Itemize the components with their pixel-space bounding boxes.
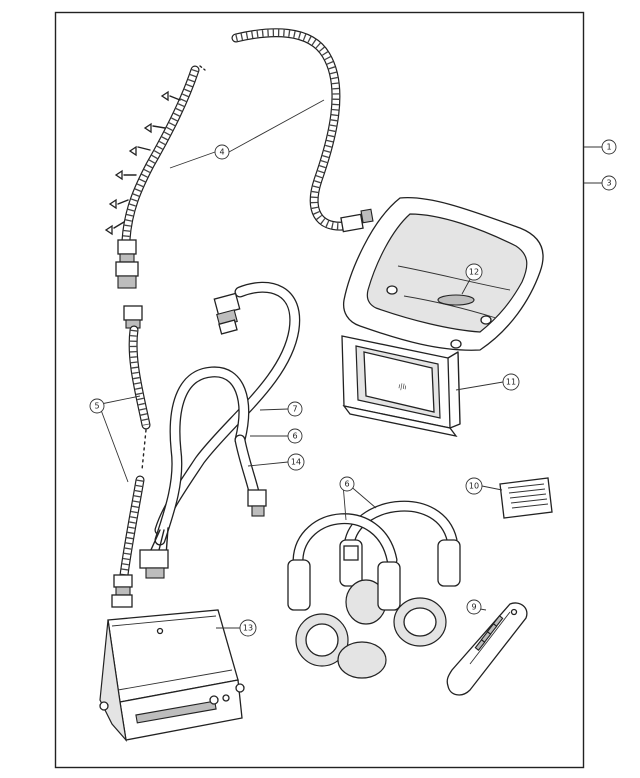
callout-label: 6 <box>292 432 297 441</box>
ir-sensor <box>499 477 553 519</box>
svg-text:ı|lı: ı|lı <box>398 382 408 391</box>
callout-label: 6 <box>344 480 349 489</box>
callout-label: 14 <box>291 458 301 467</box>
callout-13: 13 <box>239 619 257 637</box>
audio-cable <box>139 366 267 579</box>
callout-6-headphones: 6 <box>339 476 355 492</box>
callout-label: 1 <box>606 143 611 152</box>
callout-4: 4 <box>214 144 230 160</box>
callout-label: 9 <box>471 603 476 612</box>
callout-11: 11 <box>502 373 520 391</box>
callout-5: 5 <box>89 398 105 414</box>
callout-9: 9 <box>466 599 482 615</box>
remote-control <box>446 602 528 696</box>
callout-label: 5 <box>94 402 99 411</box>
callout-label: 11 <box>506 378 516 387</box>
callout-6-cable: 6 <box>287 428 303 444</box>
wireless-headphones <box>287 500 461 679</box>
leader-lines <box>100 99 602 629</box>
callout-7: 7 <box>287 401 303 417</box>
lcd-screen: ı|lı <box>341 335 461 437</box>
wiring-harness-spiral <box>104 28 374 289</box>
callout-label: 7 <box>292 405 297 414</box>
callout-label: 13 <box>243 624 253 633</box>
callout-3: 3 <box>601 175 617 191</box>
overhead-console <box>342 196 544 351</box>
dvd-player <box>99 609 245 742</box>
callout-10: 10 <box>465 477 483 495</box>
callout-label: 10 <box>469 482 479 491</box>
callout-14: 14 <box>287 453 305 471</box>
callout-12: 12 <box>465 263 483 281</box>
wiring-harness-short <box>111 305 151 608</box>
callout-1: 1 <box>601 139 617 155</box>
callout-label: 4 <box>219 148 224 157</box>
diagram-frame <box>54 11 585 769</box>
callout-label: 3 <box>606 179 611 188</box>
callout-label: 12 <box>469 268 479 277</box>
